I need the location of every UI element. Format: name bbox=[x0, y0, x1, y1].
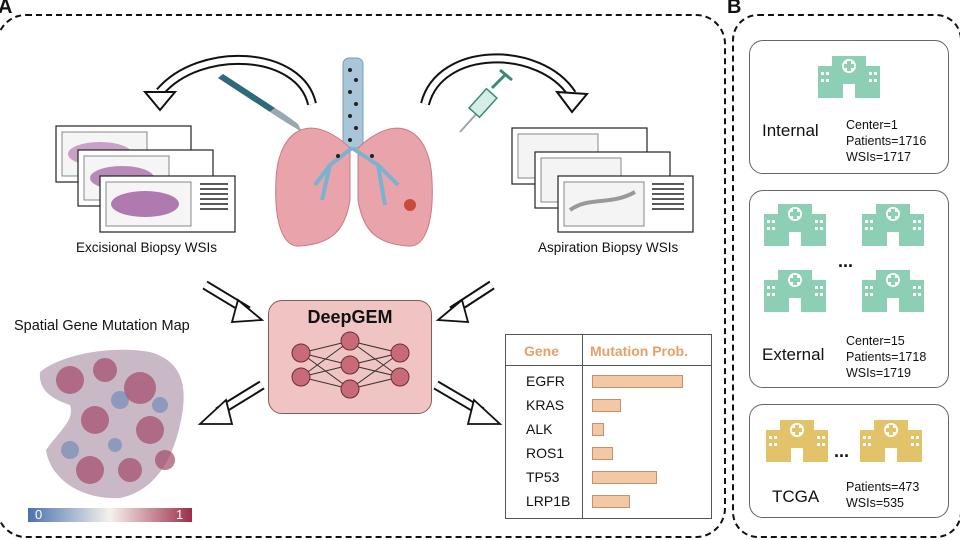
lungs-icon bbox=[275, 57, 433, 247]
external-patients: Patients=1718 bbox=[846, 350, 927, 364]
external-center: Center=15 bbox=[846, 334, 905, 348]
nn-edge bbox=[349, 352, 401, 390]
color-scale-bar bbox=[28, 508, 192, 522]
gene-name: LRP1B bbox=[526, 493, 571, 509]
nn-node bbox=[291, 343, 311, 363]
scalpel-icon bbox=[218, 74, 302, 132]
arrow-excisional-to-model-icon bbox=[202, 280, 265, 323]
tcga-patients: Patients=473 bbox=[846, 480, 920, 494]
external-wsis: WSIs=1719 bbox=[846, 366, 911, 380]
external-ellipsis: ... bbox=[838, 251, 854, 271]
nn-node bbox=[340, 355, 360, 375]
curved-arrow-left-icon bbox=[142, 54, 317, 112]
internal-dataset-box: Internal Center=1 Patients=1716 WSIs=171… bbox=[749, 40, 949, 174]
nn-node bbox=[390, 367, 410, 387]
internal-wsis: WSIs=1717 bbox=[846, 150, 911, 164]
internal-name: Internal bbox=[762, 121, 819, 140]
external-name: External bbox=[762, 345, 825, 364]
panel-b-frame bbox=[732, 14, 960, 538]
excisional-label: Excisional Biopsy WSIs bbox=[76, 240, 218, 255]
nn-edge bbox=[300, 340, 351, 378]
curved-arrow-right-icon bbox=[420, 53, 590, 114]
arrow-aspiration-to-model-icon bbox=[435, 280, 495, 323]
map-title: Spatial Gene Mutation Map bbox=[14, 318, 190, 334]
model-title: DeepGEM bbox=[307, 307, 393, 327]
scale-min-label: 0 bbox=[35, 507, 43, 522]
table-header-gene: Gene bbox=[524, 343, 560, 359]
syringe-icon bbox=[459, 68, 513, 133]
gene-name: KRAS bbox=[526, 397, 565, 413]
excisional-slides-icon bbox=[55, 125, 236, 233]
mutation-prob-bar bbox=[592, 375, 683, 388]
aspiration-slides-icon bbox=[511, 127, 694, 233]
gene-name: ALK bbox=[526, 421, 553, 437]
gene-name: ROS1 bbox=[526, 445, 565, 461]
tcga-dataset-box: TCGA Patients=473 WSIs=535 ... bbox=[749, 404, 949, 518]
mutation-prob-bar bbox=[592, 447, 613, 460]
mutation-prob-bar bbox=[592, 423, 604, 436]
arrow-model-to-map-icon bbox=[197, 380, 265, 425]
table-header-prob: Mutation Prob. bbox=[590, 343, 688, 359]
neural-network-icon bbox=[291, 331, 410, 399]
deepgem-model-box: DeepGEM bbox=[268, 300, 432, 414]
internal-patients: Patients=1716 bbox=[846, 134, 927, 148]
table-header-divider bbox=[506, 365, 711, 366]
tcga-ellipsis: ... bbox=[834, 441, 850, 461]
tcga-wsis: WSIs=535 bbox=[846, 496, 905, 510]
mutation-prob-bar bbox=[592, 471, 657, 484]
nn-node bbox=[340, 331, 360, 351]
panel-a-frame bbox=[0, 14, 726, 538]
nn-node bbox=[340, 379, 360, 399]
aspiration-label: Aspiration Biopsy WSIs bbox=[538, 240, 679, 255]
gene-name: EGFR bbox=[526, 373, 565, 389]
panel-b-letter: B bbox=[727, 0, 742, 18]
mutation-map-image bbox=[39, 349, 184, 499]
table-column-divider bbox=[582, 335, 583, 518]
arrow-model-to-table-icon bbox=[433, 380, 503, 425]
mutation-prob-bar bbox=[592, 399, 621, 412]
scale-max-label: 1 bbox=[176, 507, 184, 522]
panel-a-letter: A bbox=[0, 0, 13, 18]
mutation-prob-bar bbox=[592, 495, 630, 508]
external-dataset-box: External Center=15 Patients=1718 WSIs=17… bbox=[749, 190, 949, 388]
internal-center: Center=1 bbox=[846, 118, 898, 132]
gene-name: TP53 bbox=[526, 469, 560, 485]
nn-node bbox=[390, 343, 410, 363]
tcga-name: TCGA bbox=[772, 487, 820, 506]
nn-node bbox=[291, 367, 311, 387]
